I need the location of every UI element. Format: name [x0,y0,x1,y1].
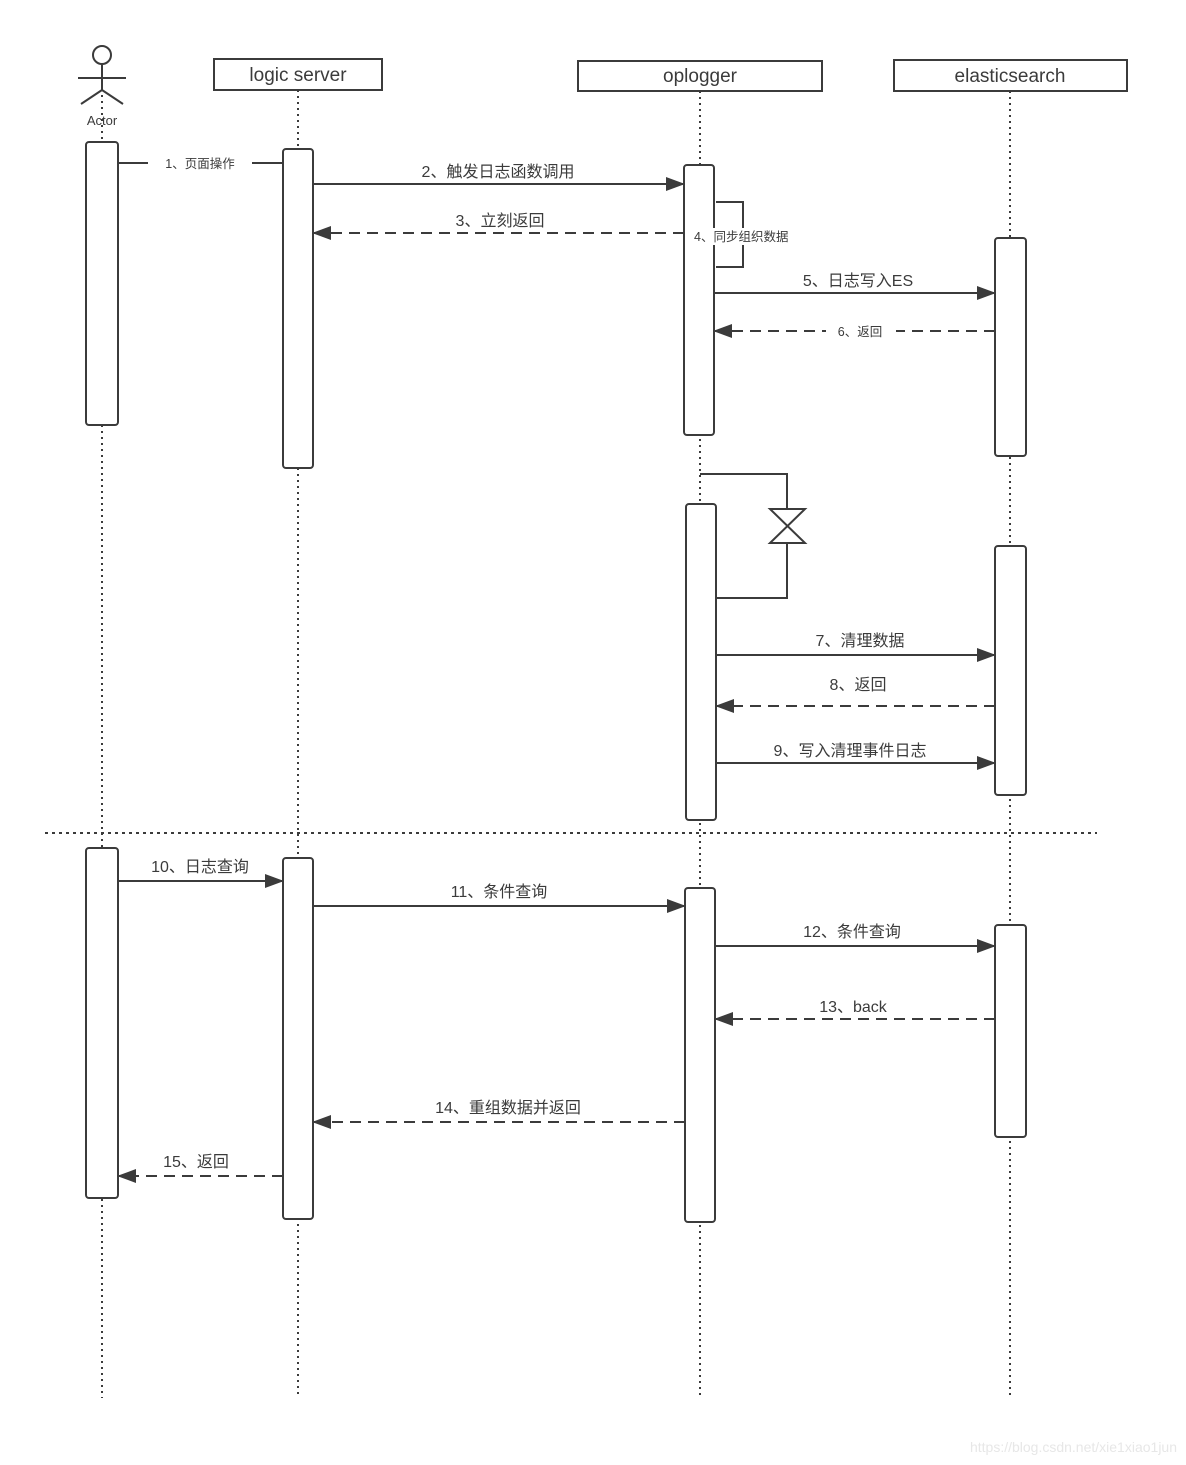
message-label-5: 5、日志写入ES [803,272,913,290]
activation-bar-actor-1 [85,141,119,426]
message-label-2: 2、触发日志函数调用 [422,163,575,181]
message-label-14: 14、重组数据并返回 [435,1099,581,1117]
message-label-4: 4、同步组织数据 [694,229,788,244]
timer-loop-line-bottom [716,543,788,599]
activation-bar-logic-server-1 [282,148,314,469]
message-label-15: 15、返回 [163,1153,229,1171]
watermark-text: https://blog.csdn.net/xie1xiao1jun [970,1439,1177,1455]
activation-bar-actor-2 [85,847,119,1199]
message-label-10: 10、日志查询 [151,858,249,876]
message-label-11: 11、条件查询 [451,883,548,901]
activation-bar-elasticsearch-3 [994,924,1027,1138]
participant-box-logic-server [213,58,383,91]
timer-loop-line-top [700,473,788,509]
message-label-bg-6 [826,322,896,340]
message-label-7: 7、清理数据 [816,632,905,650]
participant-box-elasticsearch [893,59,1128,92]
timer-hourglass-icon [767,508,808,544]
activation-bar-oplogger-2 [685,503,717,821]
participant-label-actor: Actor [87,113,118,128]
activation-bar-oplogger-3 [684,887,716,1223]
message-label-1: 1、页面操作 [165,156,235,171]
participant-label-logic-server: logic server [249,65,347,86]
message-label-bg-4 [692,228,808,245]
message-label-9: 9、写入清理事件日志 [774,742,927,760]
message-label-12: 12、条件查询 [803,923,901,941]
message-label-bg-1 [148,154,252,172]
message-label-13: 13、back [819,999,888,1016]
activation-bar-oplogger-1 [683,164,715,436]
activation-bar-elasticsearch-2 [994,545,1027,796]
participant-label-oplogger: oplogger [663,66,738,87]
participant-label-elasticsearch: elasticsearch [955,66,1066,87]
actor-icon [78,45,126,105]
participant-box-oplogger [577,60,823,92]
message-label-6: 6、返回 [838,325,882,339]
message-label-3: 3、立刻返回 [456,212,545,230]
activation-bar-elasticsearch-1 [994,237,1027,457]
activation-bar-logic-server-2 [282,857,314,1220]
message-label-8: 8、返回 [830,676,887,694]
